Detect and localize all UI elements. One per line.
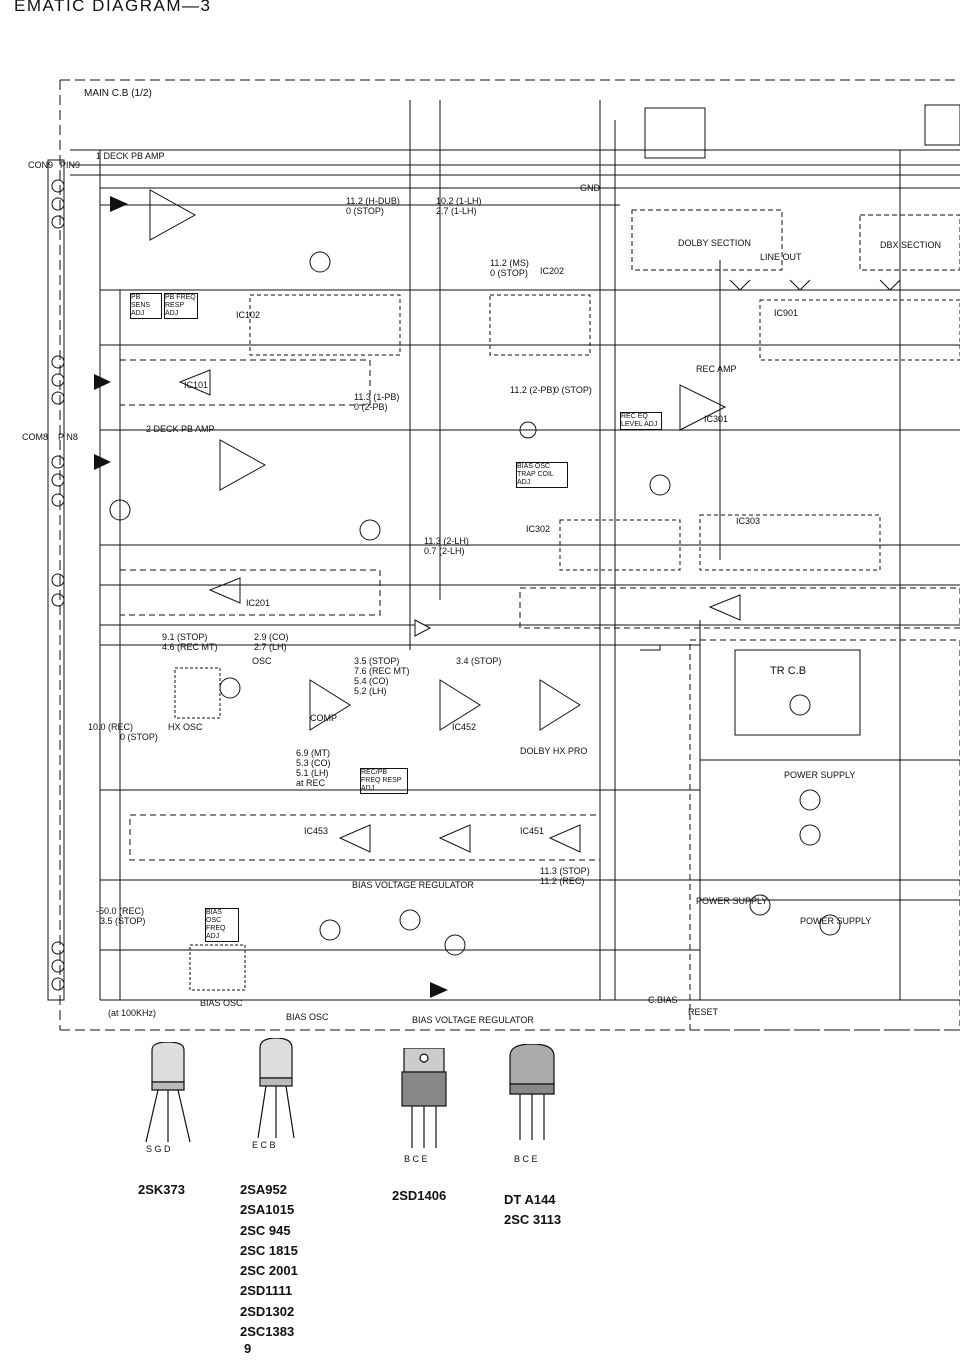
gnd-label: GND [580, 183, 600, 193]
ic-label: IC303 [736, 516, 761, 526]
ic-label: IC451 [520, 826, 545, 836]
voltage-note: 9.1 (STOP) [162, 632, 208, 642]
voltage-note: 11.3 (STOP) [540, 866, 590, 876]
voltage-note: 11.3 (1-PB) [354, 392, 400, 402]
voltage-note: 5.1 (LH) [296, 768, 329, 778]
voltage-note: at REC [296, 778, 326, 788]
adj-box: PB FREQ RESP ADJ [164, 293, 198, 319]
pins-label: B C E [514, 1154, 538, 1164]
part-list: 2SA952 2SA1015 2SC 945 2SC 1815 2SC 2001… [240, 1180, 298, 1342]
freq-note: (at 100KHz) [108, 1008, 157, 1018]
ic-label: IC301 [704, 414, 729, 424]
transistor-package-dta144-icon [509, 1044, 555, 1140]
voltage-note: 7.6 (REC MT) [354, 666, 410, 676]
voltage-note: 11.3 (2-LH) [424, 536, 469, 546]
voltage-note: 0 (STOP) [490, 268, 528, 278]
voltage-note: 11.2 (2-PB) [510, 385, 556, 395]
power-supply-label-2: POWER SUPPLY [696, 896, 768, 906]
transistor-package-to92-icon [257, 1038, 295, 1139]
main-board-label: MAIN C.B (1/2) [84, 88, 152, 99]
con9-label: CON9 [28, 160, 54, 170]
package-label: 2SK373 [138, 1182, 185, 1197]
pins-label: E C B [252, 1140, 276, 1150]
voltage-note: 5.4 (CO) [354, 676, 389, 686]
voltage-note: 0 (2-PB) [354, 402, 388, 412]
voltage-note: 0 (STOP) [554, 385, 592, 395]
package-label: DT A144 [504, 1192, 556, 1207]
voltage-note: 0 (STOP) [346, 206, 384, 216]
comp-label: COMP [310, 713, 337, 723]
schematic-diagram [47, 79, 960, 1031]
pin9-label: PIN9 [60, 160, 81, 170]
voltage-note: 10.2 (1-LH) [436, 196, 482, 206]
ic-label: IC202 [540, 266, 565, 276]
rec-amp-label: REC AMP [696, 364, 737, 374]
schematic-title: EMATIC DIAGRAM—3 [14, 0, 212, 15]
dbx-section-label: DBX SECTION [880, 240, 942, 250]
pins-label: S G D [146, 1144, 171, 1154]
voltage-note: 3.5 (STOP) [100, 916, 146, 926]
tr-board-label: TR C.B [770, 665, 807, 677]
adj-box: BIAS OSC TRAP COIL ADJ [516, 462, 568, 488]
dolby-section-label: DOLBY SECTION [678, 238, 751, 248]
reset-label: RESET [688, 1007, 719, 1017]
deck2-label: 2 DECK PB AMP [146, 424, 215, 434]
part-item: 2SC1383 [240, 1324, 295, 1340]
voltage-note: 0.7 (2-LH) [424, 546, 465, 556]
hx-osc-label: HX OSC [168, 722, 203, 732]
part-item: 2SC 945 [240, 1222, 291, 1238]
bias-vreg-label: BIAS VOLTAGE REGULATOR [352, 880, 474, 890]
part-item: 2SA1015 [240, 1202, 295, 1218]
bias-osc-label: BIAS OSC [200, 998, 243, 1008]
power-supply-label-3: POWER SUPPLY [800, 916, 872, 926]
voltage-note: 11.2 (REC) [540, 876, 585, 886]
package-label: 2SD1406 [392, 1188, 447, 1203]
adj-box: BIAS OSC FREQ ADJ [205, 908, 239, 942]
com8-label: COM8 [22, 432, 49, 442]
ic-label: IC453 [304, 826, 329, 836]
pins-label: B C E [404, 1154, 428, 1164]
voltage-note: 11.2 (MS) [490, 258, 529, 268]
voltage-note: 10.0 (REC) [88, 722, 134, 732]
transistor-package-2sk373-icon [145, 1042, 191, 1143]
voltage-note: 2.9 (CO) [254, 632, 289, 642]
pn8-label: P N8 [58, 432, 78, 442]
voltage-note: 2.7 (LH) [254, 642, 287, 652]
ic-label: IC302 [526, 524, 551, 534]
bias-vreg-label-2: BIAS VOLTAGE REGULATOR [412, 1015, 534, 1025]
voltage-note: 0 (STOP) [120, 732, 158, 742]
voltage-note: 5.2 (LH) [354, 686, 387, 696]
ic-label: IC101 [184, 380, 209, 390]
power-supply-label: POWER SUPPLY [784, 770, 856, 780]
voltage-note: 3.5 (STOP) [354, 656, 400, 666]
bias-osc-label-2: BIAS OSC [286, 1012, 329, 1022]
voltage-note: 6.9 (MT) [296, 748, 331, 758]
voltage-note: -50.0 (REC) [96, 906, 145, 916]
part-item: 2SC 1815 [240, 1242, 298, 1258]
package-label: 2SC 3113 [504, 1212, 562, 1227]
voltage-note: 3.4 (STOP) [456, 656, 502, 666]
ic-label: IC201 [246, 598, 271, 608]
adj-box: PB SENS ADJ [130, 293, 162, 319]
part-item: 2SA952 [240, 1182, 287, 1197]
ic-label: IC901 [774, 308, 799, 318]
ic-label: IC452 [452, 722, 477, 732]
adj-box: REC EQ LEVEL ADJ [620, 412, 662, 430]
c-bias-label: C.BIAS [648, 995, 678, 1005]
transistor-package-to220-icon [401, 1048, 447, 1148]
dolby-hx-label: DOLBY HX PRO [520, 746, 588, 756]
voltage-note: 11.2 (H-DUB) [346, 196, 400, 206]
part-item: 2SC 2001 [240, 1263, 298, 1279]
voltage-note: 4.6 (REC MT) [162, 642, 218, 652]
adj-box: REC/PB FREQ RESP ADJ [360, 768, 408, 794]
deck1-label: 1 DECK PB AMP [96, 151, 165, 161]
line-out-label: LINE OUT [760, 252, 802, 262]
voltage-note: 2.7 (1-LH) [436, 206, 477, 216]
osc-label: OSC [252, 656, 272, 666]
part-item: 2SD1111 [240, 1283, 293, 1299]
page-number: 9 [244, 1341, 252, 1356]
part-item: 2SD1302 [240, 1303, 295, 1319]
voltage-note: 5.3 (CO) [296, 758, 331, 768]
ic-label: IC102 [236, 310, 261, 320]
